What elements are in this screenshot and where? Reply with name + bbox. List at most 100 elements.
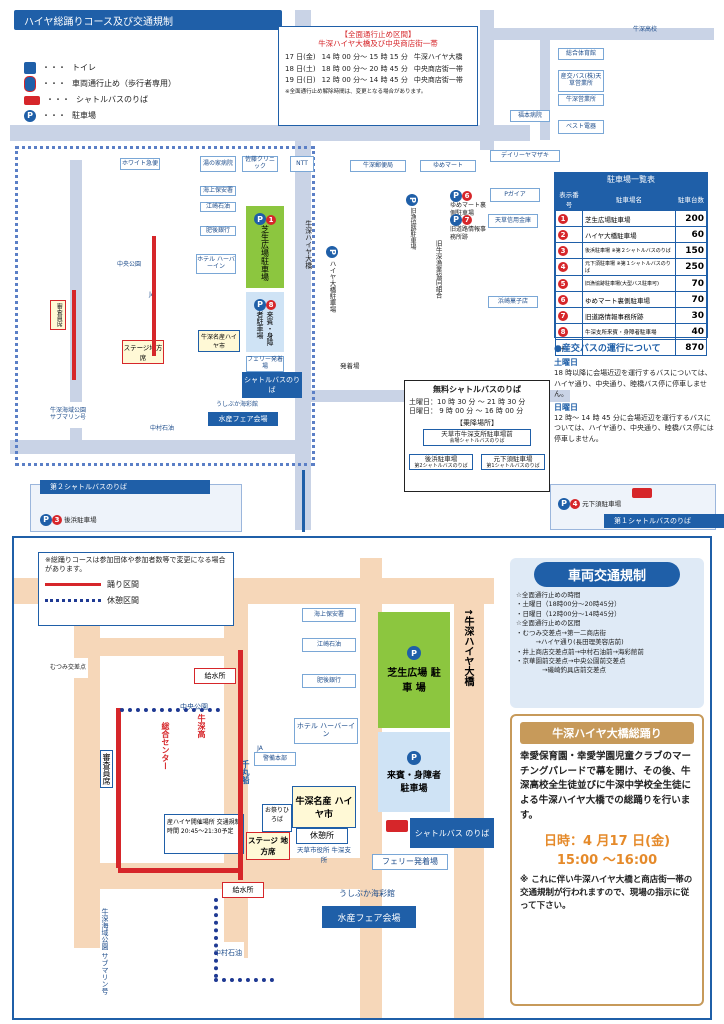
parking-icon: P [406,194,418,206]
closure-note: ※全面通行止め解除時間は、変更となる場合があります。 [285,89,427,95]
stage-label: ステージ 地方席 [248,836,288,856]
coast-guard: 海上保安署 [200,186,236,196]
clinic: 佐藤クリニック [242,156,278,172]
water-station: 給水所 [194,668,236,684]
shuttle-box: 無料シャトルバスのりば 土曜日：10 時 30 分 ～ 21 時 30 分 日曜… [404,380,550,492]
supermarket: ゆめマート [420,160,476,172]
legend-item: ・・・シャトルバスのりば [24,92,264,108]
shuttle-stop-a: 後浜駐車場 第2シャトルバスのりば [409,453,473,470]
road [480,28,714,40]
gas-station: 江崎石油 [200,202,236,212]
shuttle-sat: 土曜日：10 時 30 分 ～ 21 時 30 分 [409,398,526,406]
parking-icon: P [450,190,462,202]
stage-label: ステージ地方席 [123,344,163,362]
ntt-building: NTT [290,156,314,172]
number-8-icon: 8 [266,300,276,310]
number-3-icon: 3 [52,515,62,526]
closure-row: 19 日(日)12 時 00 分～ 14 時 45 分中央商店街一帯 [285,76,463,85]
traffic-panel: 車両交通規制 ☆全面通行止めの時間 ・土曜日（18時00分～20時45分） ・日… [510,558,704,708]
closure-subtitle: 牛深ハイヤ大橋及び中央商店街一帯 [318,39,438,49]
hotel: ホテル ハーバーイン [196,254,236,274]
ja-label: JA [250,744,270,754]
central-park: 中央公園 [116,256,142,274]
bus-info: ●産交バスの運行について 土曜日 18 時以降に会場近辺を運行するバスについては… [554,344,714,444]
bank: 天草信用金庫 [488,214,538,228]
shuttle-stop-box: シャトルバスのりば [242,372,302,398]
closure-box: 【全面通行止め区間】 牛深ハイヤ大橋及び中央商店街一帯 17 日(金)14 時 … [278,26,478,126]
bus-info-sun-text: 12 時～ 14 時 45 分に会場近辺を運行するバスについては、ハイヤ通り、中… [554,413,714,443]
zoom-connector [302,470,305,532]
odori-title: 牛深ハイヤ大橋総踊り [520,722,694,744]
haiya-city-label: 牛深名産 ハイヤ市 [295,797,353,820]
number-6-icon: 6 [462,191,472,202]
shuttle-title: 無料シャトルバスのりば [433,385,521,394]
odori-panel: 牛深ハイヤ大橋総踊り 幸愛保育園・幸愛学園児童クラブのマーチングパレードで幕を開… [510,714,704,1006]
closure-row: 17 日(金)14 時 00 分～ 15 時 15 分牛深ハイヤ大橋 [285,52,463,61]
page-title-text: ハイヤ総踊りコース及び交通規制 [24,16,173,28]
route-dance [152,236,156,356]
parking-icon: P [254,213,266,225]
route-dance [116,708,121,868]
bus-info-sat-text: 18 時以降に会場近辺を運行するバスについては、ハイヤ通り、中央通り、睦橋バス停… [554,369,712,399]
stage-box: ステージ 地方席 [246,832,290,860]
road [540,40,550,140]
gym-building: 総合体育館 [558,48,604,60]
parking-icon: P [407,646,421,660]
number-4-icon: 4 [570,499,580,510]
route-legend-label: 休憩区間 [107,595,139,605]
rest-area: 休憩所 [296,828,348,844]
road [454,578,484,1018]
road [248,858,360,882]
bus-info-title: ●産交バスの運行について [554,344,661,354]
fair-venue-label: 水産フェア会場 [218,415,268,423]
odori-body: 幸愛保育園・幸愛学園児童クラブのマーチングパレードで幕を開け、その後、牛深高校全… [520,751,692,821]
raihin-parking-label: 来賓・身障者駐車場 [256,311,274,346]
shuttle1-bar: 第１シャトルバスのりば [604,514,724,528]
road [74,638,234,656]
route-dance [72,290,76,380]
parking-table-title: 駐車場一覧表 [555,173,707,187]
shuttle-stop-title: 【乗降場所】 [456,418,498,427]
sogo-center-label: 総合センター [161,722,170,770]
bus-icon [632,488,652,498]
legend-item: ・・・トイレ [24,60,264,76]
intersection-mutsumi: むつみ交差点 [48,658,88,678]
store: Pガイア [490,188,540,202]
shuttle-sun: 日曜日： 9 時 00 分 ～ 16 時 00 分 [409,406,524,415]
raihin-parking-label: 来賓・身障者 駐車場 [386,770,441,794]
shiba-parking-label: 芝生広場 駐 車 場 [387,668,441,694]
parking-icon: P [558,498,570,510]
course-note: ※総踊りコースは参加団体や参加者数等で変更になる場合があります。 踊り区間 休憩… [38,552,234,626]
route-legend-label: 踊り区間 [107,579,139,589]
gas-station-nakamura: 中村石油 [150,420,174,438]
parking-icon: P [254,298,266,311]
course-area-outline [15,146,315,466]
no-entry-icon [24,76,36,92]
water-station: 給水所 [222,882,264,898]
odori-date: 日時：4 月17 日(金) [543,833,671,849]
shop: 浜崎菓子店 [488,296,538,308]
hotel: ホテル ハーバーイン [294,718,358,744]
closure-title: 【全面通行止め区間】 [340,30,416,39]
marine-park: 牛深海域公園 サブマリン号 [101,908,109,995]
closure-row: 18 日(土)18 時 00 分～ 20 時 45 分中央商店街一帯 [285,64,463,73]
route-rest [214,898,218,978]
haiya-city-box: 牛深名産ハイヤ市 [198,330,240,352]
police-hq: 警備本部 [254,752,296,766]
route-legend-item: 踊り区間 [45,580,227,590]
route-dance [238,650,243,880]
judges-label: 審査員席 [100,750,113,788]
